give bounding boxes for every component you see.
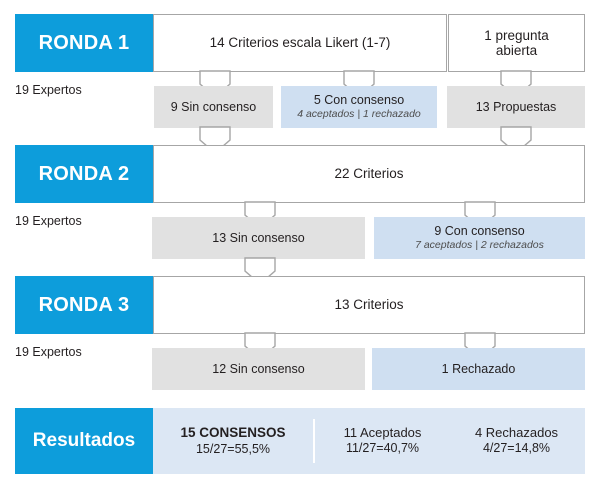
experts-count-ronda-1: 19 Expertos — [15, 83, 82, 97]
outcome-main-text: 13 Sin consenso — [212, 231, 305, 245]
criteria-box-ronda-1-open-question: 1 pregunta abierta — [448, 14, 585, 72]
criteria-box-ronda-1-likert: 14 Criterios escala Likert (1-7) — [153, 14, 447, 72]
outcome-main-text: 12 Sin consenso — [212, 362, 305, 376]
outcome-box-ronda-2-sin-consenso: 13 Sin consenso — [152, 217, 365, 259]
criteria-box-ronda-3: 13 Criterios — [153, 276, 585, 334]
outcome-main-text: 9 Con consenso — [434, 224, 525, 239]
results-divider — [313, 419, 315, 463]
results-label-text: Resultados — [32, 430, 136, 452]
round-label-ronda-3: RONDA 3 — [15, 276, 153, 334]
results-cell-aceptados: 11 Aceptados 11/27=40,7% — [315, 425, 450, 457]
results-cell-value: 4/27=14,8% — [482, 441, 551, 456]
criteria-box-ronda-2: 22 Criterios — [153, 145, 585, 203]
criteria-box-text: 14 Criterios escala Likert (1-7) — [209, 35, 391, 51]
results-cell-value: 15/27=55,5% — [195, 441, 271, 456]
criteria-box-text-line2: abierta — [495, 43, 538, 58]
results-label: Resultados — [15, 408, 153, 474]
experts-count-text: 19 Expertos — [15, 214, 82, 228]
outcome-sub-text: 4 aceptados | 1 rechazado — [297, 108, 421, 121]
experts-count-ronda-2: 19 Expertos — [15, 214, 82, 228]
experts-count-text: 19 Expertos — [15, 83, 82, 97]
outcome-main-text: 1 Rechazado — [441, 362, 516, 376]
outcome-box-ronda-1-sin-consenso: 9 Sin consenso — [154, 86, 273, 128]
outcome-box-ronda-2-con-consenso: 9 Con consenso 7 aceptados | 2 rechazado… — [374, 217, 585, 259]
outcome-sub-text: 7 aceptados | 2 rechazados — [415, 239, 544, 252]
outcome-main-text: 13 Propuestas — [475, 100, 557, 114]
results-cell-title: 4 Rechazados — [474, 425, 559, 441]
results-cell-consensos: 15 CONSENSOS 15/27=55,5% — [153, 425, 313, 458]
results-strip: 15 CONSENSOS 15/27=55,5% 11 Aceptados 11… — [153, 408, 585, 474]
criteria-box-text: 22 Criterios — [334, 166, 404, 182]
round-label-ronda-2: RONDA 2 — [15, 145, 153, 203]
results-cell-title: 15 CONSENSOS — [180, 424, 286, 440]
experts-count-ronda-3: 19 Expertos — [15, 345, 82, 359]
results-cell-value: 11/27=40,7% — [345, 441, 420, 456]
results-cell-title: 11 Aceptados — [343, 425, 422, 441]
outcome-box-ronda-3-sin-consenso: 12 Sin consenso — [152, 348, 365, 390]
criteria-box-text-line1: 1 pregunta — [484, 27, 549, 43]
experts-count-text: 19 Expertos — [15, 345, 82, 359]
outcome-main-text: 9 Sin consenso — [170, 100, 257, 114]
outcome-box-ronda-1-con-consenso: 5 Con consenso 4 aceptados | 1 rechazado — [281, 86, 437, 128]
round-label-text: RONDA 2 — [38, 162, 130, 185]
outcome-main-text: 5 Con consenso — [313, 93, 405, 108]
round-label-text: RONDA 3 — [38, 293, 130, 316]
results-cell-rechazados: 4 Rechazados 4/27=14,8% — [450, 425, 583, 457]
round-label-ronda-1: RONDA 1 — [15, 14, 153, 72]
criteria-box-text: 13 Criterios — [334, 297, 404, 313]
outcome-box-ronda-1-propuestas: 13 Propuestas — [447, 86, 585, 128]
round-label-text: RONDA 1 — [38, 31, 130, 54]
outcome-box-ronda-3-rechazado: 1 Rechazado — [372, 348, 585, 390]
